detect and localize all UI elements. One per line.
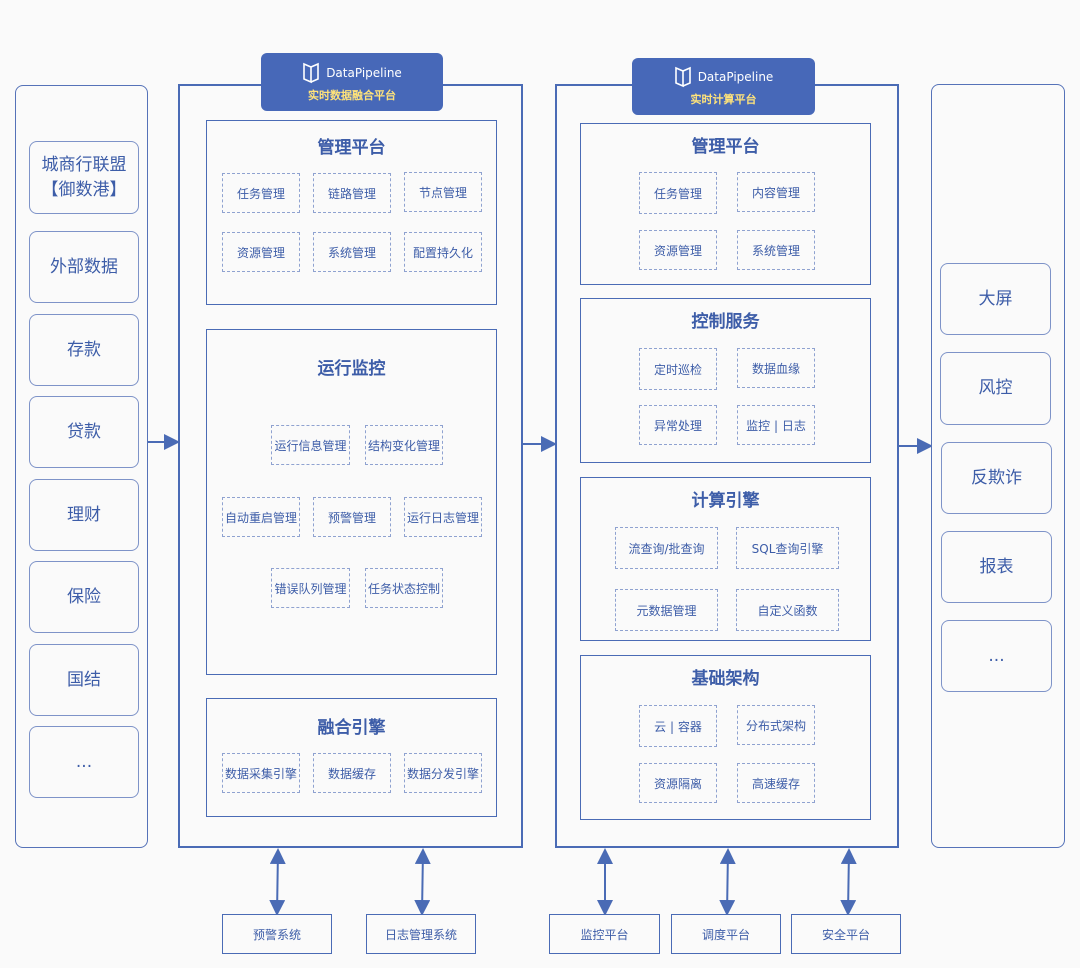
- chip: 配置持久化: [404, 232, 482, 272]
- chip: 链路管理: [313, 173, 391, 213]
- brand-name: DataPipeline: [697, 70, 774, 84]
- chip: 内容管理: [737, 172, 815, 212]
- arrow-fusion-alert: [269, 848, 286, 916]
- chip: 异常处理: [639, 405, 717, 445]
- chip: 分布式架构: [737, 705, 815, 745]
- section-title: 管理平台: [317, 138, 386, 158]
- bottom-system-security: 安全平台: [791, 914, 901, 954]
- bottom-system-log: 日志管理系统: [366, 914, 476, 954]
- chip: 定时巡检: [639, 348, 717, 390]
- chip: 运行日志管理: [404, 497, 482, 537]
- section-title: 控制服务: [691, 312, 760, 332]
- chip: 节点管理: [404, 172, 482, 212]
- source-item: 城商行联盟 【御数港】: [29, 141, 139, 214]
- compute-control-section: 控制服务: [580, 298, 871, 463]
- chip: 结构变化管理: [365, 425, 443, 465]
- section-title: 基础架构: [691, 669, 760, 689]
- chip: 资源管理: [639, 230, 717, 270]
- arrow-fusion-log: [414, 848, 431, 916]
- chip: 数据分发引擎: [404, 753, 482, 793]
- arrow-compute-schedule: [719, 848, 736, 916]
- source-item: 理财: [29, 479, 139, 551]
- brand-name: DataPipeline: [326, 65, 402, 80]
- source-item: ...: [29, 726, 139, 798]
- source-item: 外部数据: [29, 231, 139, 303]
- chip: 数据血缘: [737, 348, 815, 388]
- chip: 监控 | 日志: [737, 405, 815, 445]
- chip: 任务管理: [222, 173, 300, 213]
- section-title: 计算引擎: [691, 491, 760, 511]
- fusion-platform-badge: DataPipeline 实时数据融合平台: [261, 53, 443, 111]
- arrow-compute-security: [840, 848, 857, 916]
- source-item: 保险: [29, 561, 139, 633]
- chip: 自定义函数: [736, 589, 839, 631]
- output-item: 风控: [940, 352, 1051, 425]
- chip: 系统管理: [737, 230, 815, 270]
- chip: 系统管理: [313, 232, 391, 272]
- chip: 云 | 容器: [639, 705, 717, 747]
- output-item: 反欺诈: [941, 442, 1052, 514]
- datapipeline-logo-icon: [674, 66, 691, 88]
- source-item: 贷款: [29, 396, 139, 468]
- bottom-system-monitor: 监控平台: [549, 914, 660, 954]
- chip: 资源隔离: [639, 763, 717, 803]
- output-item: 报表: [941, 531, 1052, 603]
- chip: 任务状态控制: [365, 568, 443, 608]
- output-item: 大屏: [940, 263, 1051, 335]
- chip: 任务管理: [639, 172, 717, 214]
- chip: 自动重启管理: [222, 497, 300, 537]
- datapipeline-logo-icon: [303, 62, 319, 83]
- section-title: 运行监控: [317, 359, 386, 379]
- source-item: 国结: [29, 644, 139, 716]
- bottom-system-alert: 预警系统: [222, 914, 332, 954]
- platform-subtitle: 实时计算平台: [690, 93, 757, 106]
- section-title: 融合引擎: [317, 718, 386, 738]
- section-title: 管理平台: [691, 137, 760, 157]
- bottom-system-schedule: 调度平台: [671, 914, 781, 954]
- chip: SQL查询引擎: [736, 527, 839, 569]
- chip: 资源管理: [222, 232, 300, 272]
- chip: 错误队列管理: [271, 568, 350, 608]
- source-item: 存款: [29, 314, 139, 386]
- compute-infra-section: 基础架构: [580, 655, 871, 820]
- brand-row: DataPipeline: [302, 62, 402, 84]
- chip: 数据缓存: [313, 753, 391, 793]
- chip: 预警管理: [313, 497, 391, 537]
- chip: 运行信息管理: [271, 425, 350, 465]
- compute-mgmt-section: 管理平台: [580, 123, 871, 285]
- chip: 流查询/批查询: [615, 527, 718, 569]
- chip: 元数据管理: [615, 589, 718, 631]
- chip: 数据采集引擎: [222, 753, 300, 793]
- chip: 高速缓存: [737, 763, 815, 803]
- platform-subtitle: 实时数据融合平台: [308, 88, 396, 102]
- output-item: ...: [941, 620, 1052, 692]
- brand-row: DataPipeline: [674, 66, 774, 88]
- compute-platform-badge: DataPipeline 实时计算平台: [632, 58, 815, 115]
